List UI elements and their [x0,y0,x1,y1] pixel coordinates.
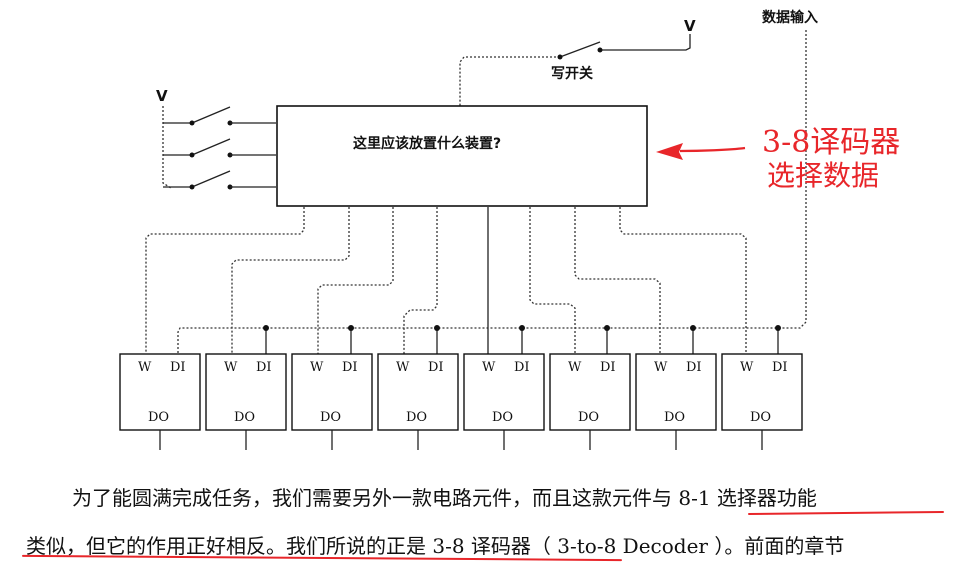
write-switch-pivot [557,54,563,60]
write-switch-supply-wire [600,34,691,51]
v-left-label: V [156,87,168,105]
svg-text:W: W [740,360,754,375]
memory-cells: W DI DO W DI DO W DI DO W DI DO [119,353,803,450]
write-switch-wire [459,56,556,106]
select-lines [145,207,747,372]
annotation-arrow-head [656,143,683,160]
svg-text:W: W [138,360,152,375]
memory-cell-5: W DI DO [463,353,545,450]
paragraph-line-1: 为了能圆满完成任务，我们需要另外一款电路元件，而且这款元件与 8-1 选择器功能 [72,486,817,510]
svg-text:DI: DI [600,360,616,375]
memory-cell-2: W DI DO [205,353,287,450]
svg-text:DI: DI [686,360,702,375]
paragraph-line-2: 类似，但它的作用正好相反。我们所说的正是 3-8 译码器（ 3-to-8 Dec… [26,534,845,558]
data-input-label: 数据输入 [762,9,818,26]
svg-text:DI: DI [342,360,358,375]
svg-text:DO: DO [320,410,341,425]
annotation-arrow-shaft [679,146,746,153]
left-supply-rail [162,106,172,189]
memory-cell-7: W DI DO [635,353,717,450]
svg-text:W: W [396,360,410,375]
memory-cell-6: W DI DO [549,353,631,450]
svg-text:DO: DO [148,410,169,425]
unknown-device-box [276,105,648,207]
svg-text:DO: DO [492,410,513,425]
v-top-label: V [684,17,696,35]
svg-text:DI: DI [170,360,186,375]
memory-cell-1: W DI DO [119,353,201,450]
write-switch-contact [597,47,603,53]
svg-text:DI: DI [514,360,530,375]
address-switches [163,106,276,190]
svg-text:DO: DO [664,410,685,425]
svg-text:DO: DO [578,410,599,425]
write-switch-label: 写开关 [551,65,593,82]
memory-cell-3: W DI DO [291,353,373,450]
svg-text:DO: DO [406,410,427,425]
annotation-select-data: 选择数据 [767,159,879,192]
memory-cell-4: W DI DO [377,353,459,450]
svg-text:W: W [224,360,238,375]
annotation-decoder: 3-8译码器 [762,125,900,160]
svg-text:W: W [654,360,668,375]
memory-cell-8: W DI DO [721,353,803,450]
svg-text:DI: DI [772,360,788,375]
svg-text:DO: DO [234,410,255,425]
question-label: 这里应该放置什么装置? [353,135,501,152]
svg-text:DI: DI [428,360,444,375]
write-switch-blade [559,41,601,58]
svg-text:W: W [482,360,496,375]
svg-text:W: W [310,360,324,375]
svg-text:DI: DI [256,360,272,375]
svg-text:W: W [568,360,582,375]
svg-text:DO: DO [750,410,771,425]
